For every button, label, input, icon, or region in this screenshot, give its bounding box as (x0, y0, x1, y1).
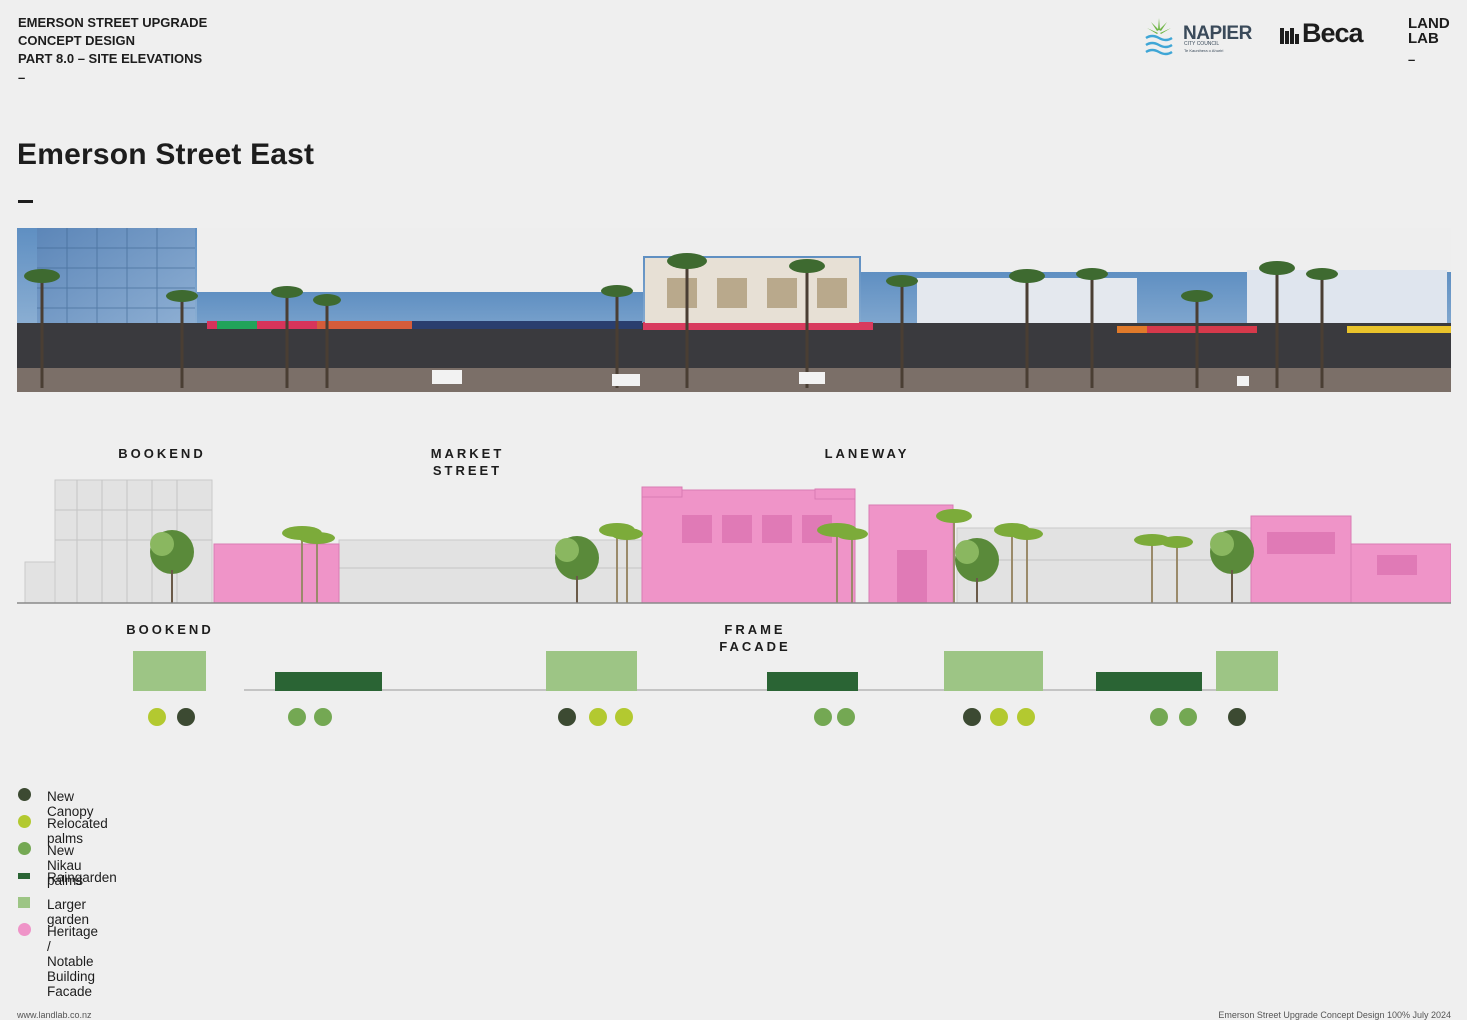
napier-logo-sub: CITY COUNCIL (1184, 41, 1220, 47)
nikau-palm-marker (837, 708, 855, 726)
landlab-line1: LAND (1408, 15, 1450, 32)
new-canopy-marker (558, 708, 576, 726)
raingarden-3 (1096, 672, 1202, 691)
larger-garden-blocks (133, 651, 1278, 691)
relocated-palm-marker (589, 708, 607, 726)
larger-garden-1 (133, 651, 206, 691)
plan-zone-frame-facade: FRAME FACADE (700, 621, 810, 655)
elevation-zone-market-street: MARKET STREET (415, 445, 520, 479)
project-header: EMERSON STREET UPGRADE CONCEPT DESIGN PA… (18, 14, 207, 68)
new-canopy-swatch-icon (18, 788, 31, 801)
raingarden-blocks (275, 672, 1202, 691)
nikau-palm-marker (314, 708, 332, 726)
nikau-palm-marker (288, 708, 306, 726)
elevation-zone-market-line2: STREET (432, 463, 503, 478)
legend-label: Heritage / Notable Building Facade (47, 924, 99, 999)
street-elevation-drawing (17, 479, 1451, 604)
legend-label: Raingarden (47, 870, 117, 885)
larger-garden-3 (944, 651, 1043, 691)
napier-logo-name: NAPIER (1183, 23, 1252, 44)
larger-garden-2 (546, 651, 637, 691)
new-canopy-marker (1228, 708, 1246, 726)
legend-label: New Canopy (47, 789, 94, 819)
legend-label: Relocated palms (47, 816, 108, 846)
napier-fern-icon (1145, 18, 1173, 56)
beca-mark-icon (1280, 28, 1299, 44)
footer-document-info: Emerson Street Upgrade Concept Design 10… (1218, 1010, 1451, 1020)
raingarden-swatch-icon (18, 873, 30, 879)
nikau-palm-marker (1150, 708, 1168, 726)
nikau-palm-marker (814, 708, 832, 726)
planting-plan-diagram (133, 651, 1278, 726)
elevation-zone-market-line1: MARKET (430, 446, 505, 461)
landlab-dash: – (1408, 52, 1416, 67)
project-stage: CONCEPT DESIGN (18, 33, 136, 48)
elevation-zone-laneway: LANEWAY (824, 446, 910, 461)
header-dash: – (18, 70, 26, 85)
footer-website: www.landlab.co.nz (17, 1010, 92, 1020)
relocated-palm-marker (1017, 708, 1035, 726)
plan-zone-bookend: BOOKEND (126, 622, 214, 637)
landlab-logo: LAND LAB (1408, 16, 1450, 46)
plan-zone-frame-line1: FRAME (724, 622, 786, 637)
napier-logo-sub2: Te Kaunihera o Ahuriri (1184, 48, 1224, 53)
tree-markers (148, 708, 1246, 726)
relocated-palm-marker (615, 708, 633, 726)
larger-garden-swatch-icon (18, 897, 30, 908)
landlab-line2: LAB (1408, 30, 1439, 47)
legend-label: New Nikau palms (47, 843, 84, 888)
title-dash (18, 200, 33, 203)
project-part: PART 8.0 – SITE ELEVATIONS (18, 51, 203, 66)
project-name: EMERSON STREET UPGRADE (18, 15, 208, 30)
relocated-palm-marker (990, 708, 1008, 726)
legend-label: Larger garden (47, 897, 90, 927)
new-nikau-palms-swatch-icon (18, 842, 31, 855)
page-title: Emerson Street East (17, 138, 315, 171)
new-canopy-marker (177, 708, 195, 726)
elevation-zone-bookend: BOOKEND (118, 446, 206, 461)
beca-logo-name: Beca (1302, 18, 1364, 48)
heritage-swatch-icon (18, 923, 31, 936)
plan-zone-frame-line2: FACADE (719, 639, 791, 654)
larger-garden-4 (1216, 651, 1278, 691)
relocated-palm-marker (148, 708, 166, 726)
raingarden-2 (767, 672, 858, 691)
nikau-palm-marker (1179, 708, 1197, 726)
street-panorama-photo (17, 228, 1451, 392)
relocated-palms-swatch-icon (18, 815, 31, 828)
raingarden-1 (275, 672, 382, 691)
new-canopy-marker (963, 708, 981, 726)
